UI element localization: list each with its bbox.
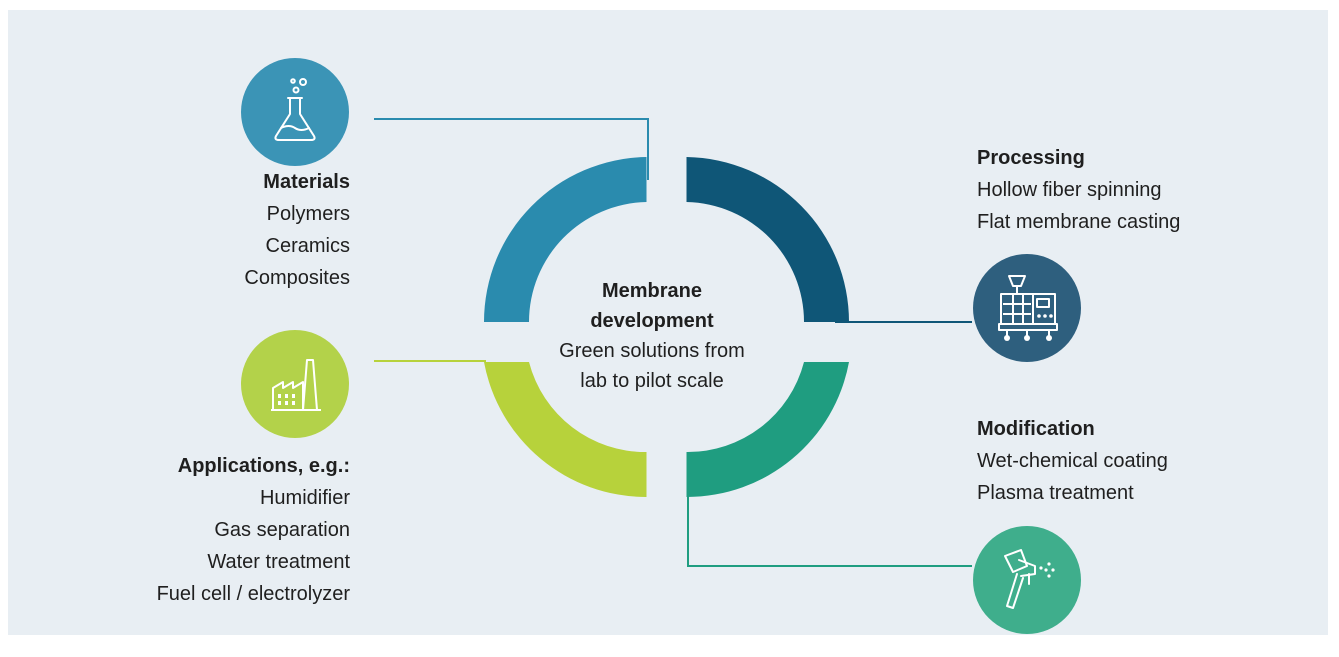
- materials-item: Polymers: [266, 203, 350, 225]
- center-label: Membrane development Green solutions fro…: [537, 276, 767, 396]
- applications-item: Humidifier: [259, 487, 350, 509]
- center-subtitle-line2: lab to pilot scale: [580, 370, 724, 392]
- spinning-machine-icon: [973, 254, 1081, 362]
- ring-segment-modification: [686, 362, 849, 498]
- processing-item: Hollow fiber spinning: [977, 179, 1162, 201]
- materials-block: Materials Polymers Ceramics Composites: [170, 166, 350, 294]
- modification-title: Modification: [977, 418, 1095, 440]
- ring-segment-applications: [484, 362, 647, 498]
- center-title-line1: Membrane: [601, 280, 703, 302]
- applications-block: Applications, e.g.: Humidifier Gas separ…: [100, 450, 350, 610]
- factory-icon: [241, 330, 349, 438]
- ring-segment-materials: [484, 157, 647, 322]
- modification-item: Plasma treatment: [977, 482, 1134, 504]
- spray-gun-icon: [973, 526, 1081, 634]
- applications-item: Water treatment: [207, 551, 350, 573]
- modification-item: Wet-chemical coating: [977, 450, 1168, 472]
- connector-materials: [374, 118, 649, 180]
- materials-item: Ceramics: [265, 235, 350, 257]
- processing-title: Processing: [977, 147, 1085, 169]
- flask-icon: [241, 58, 349, 166]
- modification-block: Modification Wet-chemical coating Plasma…: [977, 413, 1237, 509]
- connector-modification: [687, 478, 972, 567]
- center-subtitle-line1: Green solutions from: [559, 340, 745, 362]
- materials-item: Composites: [244, 267, 350, 289]
- diagram-background: [8, 10, 1328, 635]
- materials-title: Materials: [263, 171, 350, 193]
- center-title-line2: development: [590, 310, 714, 332]
- applications-item: Gas separation: [214, 519, 350, 541]
- ring-segment-processing: [686, 157, 849, 322]
- processing-block: Processing Hollow fiber spinning Flat me…: [977, 142, 1237, 238]
- applications-title: Applications, e.g.:: [177, 455, 350, 477]
- processing-item: Flat membrane casting: [977, 211, 1181, 233]
- applications-item: Fuel cell / electrolyzer: [156, 583, 350, 605]
